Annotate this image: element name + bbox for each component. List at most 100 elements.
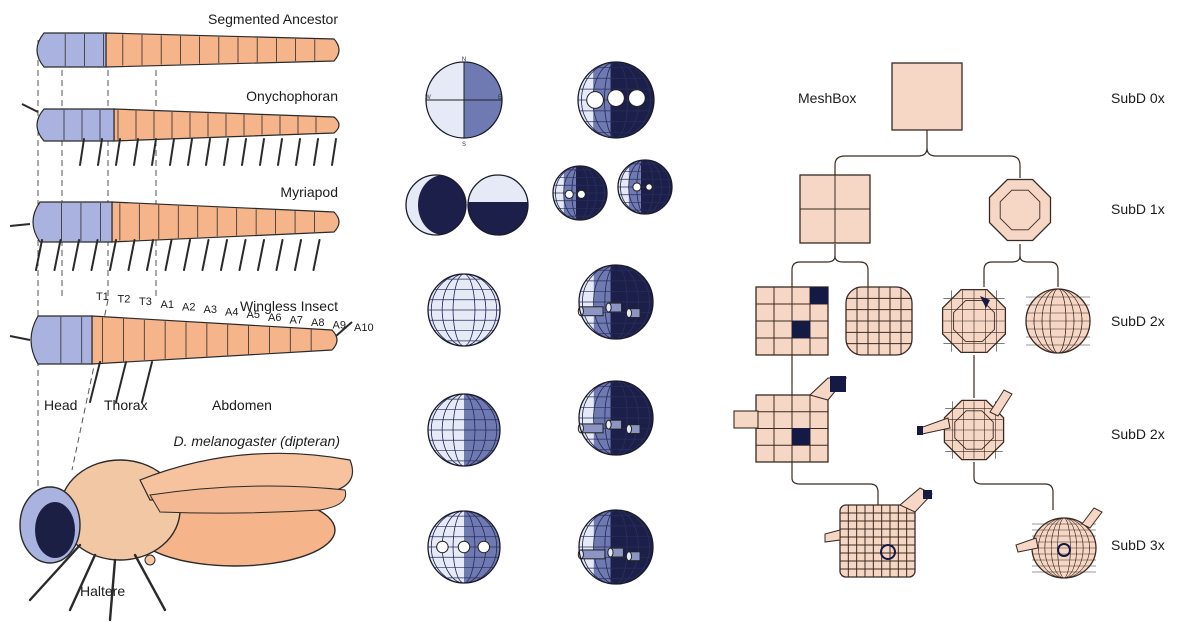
shaded-sphere [553, 166, 608, 220]
leg [206, 139, 210, 165]
sphere-shading-illustration: N E S W [380, 0, 710, 628]
insect-evolution-illustration: Segmented Ancestor Onychophoran Myriapod… [0, 0, 380, 628]
label-onychophoran: Onychophoran [246, 88, 338, 104]
leg [92, 240, 98, 270]
extrusion [1082, 508, 1102, 528]
tree-connector [792, 244, 835, 287]
extruded-face-marker [810, 287, 828, 304]
sphere-peg-end [626, 425, 631, 434]
leg [73, 240, 79, 270]
body-segments [106, 33, 339, 67]
extruded-face-marker [923, 490, 932, 499]
leg [242, 139, 246, 165]
subd3-rounded-node [1016, 508, 1102, 578]
segment-label: A1 [161, 299, 174, 311]
sphere-peg-end [608, 548, 613, 557]
shaded-sphere [618, 160, 673, 214]
shaded-sphere [578, 381, 655, 455]
sphere-bump [437, 541, 449, 553]
shaded-sphere [406, 175, 469, 235]
leg [55, 240, 61, 270]
subd1-rounded-node [990, 180, 1051, 241]
segment-label: A4 [225, 307, 238, 319]
leg [152, 139, 156, 165]
fruit-fly-illustration [20, 453, 353, 620]
head-segment [37, 109, 114, 141]
leg [147, 240, 153, 270]
sphere-peg-end [626, 552, 631, 561]
compass-s: S [462, 142, 466, 148]
head-segment [37, 33, 106, 67]
subd1-box-node [800, 175, 870, 243]
leg [188, 139, 192, 165]
mesh-nodes [734, 63, 1102, 578]
shaded-sphere [428, 511, 500, 583]
extruded-face-marker [917, 426, 923, 435]
myriapod-body [10, 202, 339, 270]
leg [260, 139, 264, 165]
sphere-bump [629, 90, 646, 107]
sphere-peg [581, 550, 605, 559]
compass-w: W [425, 95, 431, 101]
antenna [10, 224, 30, 226]
segment-label: A9 [333, 320, 346, 332]
sphere-bump [458, 541, 470, 553]
leg [110, 240, 116, 270]
mesh-face [840, 505, 915, 577]
sphere-bump [587, 92, 604, 109]
fly-eye [35, 502, 75, 558]
leg [170, 139, 174, 165]
level-label-2: SubD 2x [1111, 313, 1165, 329]
haltere [145, 555, 155, 565]
subd2-extruded-box-node [734, 376, 846, 462]
leg [278, 139, 282, 165]
label-haltere: Haltere [80, 583, 125, 599]
label-myriapod: Myriapod [280, 184, 338, 200]
leg [296, 139, 300, 165]
leg [332, 139, 336, 165]
tree-connector [835, 256, 868, 287]
onychophoran-body [22, 104, 339, 165]
sphere-bump [565, 190, 573, 198]
tree-connector [835, 130, 927, 175]
extrusion [990, 390, 1012, 416]
subd2-sphere-node [1026, 289, 1090, 353]
segment-label: A3 [204, 304, 217, 316]
subd2-rounded-node [943, 290, 1006, 353]
label-meshbox: MeshBox [798, 90, 856, 106]
shaded-sphere [428, 274, 500, 346]
leg [166, 240, 172, 270]
leg [295, 240, 301, 270]
shaded-sphere [578, 265, 655, 339]
leg [90, 362, 100, 402]
segment-label: A10 [354, 322, 374, 334]
sphere-peg [581, 307, 603, 316]
segment-label: T2 [118, 294, 131, 306]
extruded-face-marker [792, 428, 810, 445]
extruded-face-marker [792, 321, 810, 338]
sphere-peg-end [606, 420, 611, 429]
sphere-bump [577, 190, 585, 198]
leg [129, 240, 135, 270]
leg [258, 240, 264, 270]
subd2-box-node [756, 287, 828, 355]
sphere-shadow [468, 202, 528, 235]
leg [184, 240, 190, 270]
tree-connector [974, 462, 1053, 510]
leg [221, 240, 227, 270]
leg [277, 240, 283, 270]
shaded-sphere [468, 175, 528, 235]
subd2-smooth-box-node [846, 287, 912, 355]
segment-label: A7 [290, 314, 303, 326]
extruded-face-marker [830, 376, 846, 392]
insect-evolution-panel: Segmented Ancestor Onychophoran Myriapod… [0, 0, 380, 628]
sphere-bump [608, 90, 625, 107]
sphere-bump [478, 541, 490, 553]
leg [80, 139, 84, 165]
body-segments [114, 109, 339, 141]
tree-connector [927, 148, 1020, 178]
extrusion [734, 411, 758, 428]
leg [36, 240, 42, 270]
level-label-0: SubD 0x [1111, 90, 1165, 106]
segment-label: A6 [268, 312, 281, 324]
